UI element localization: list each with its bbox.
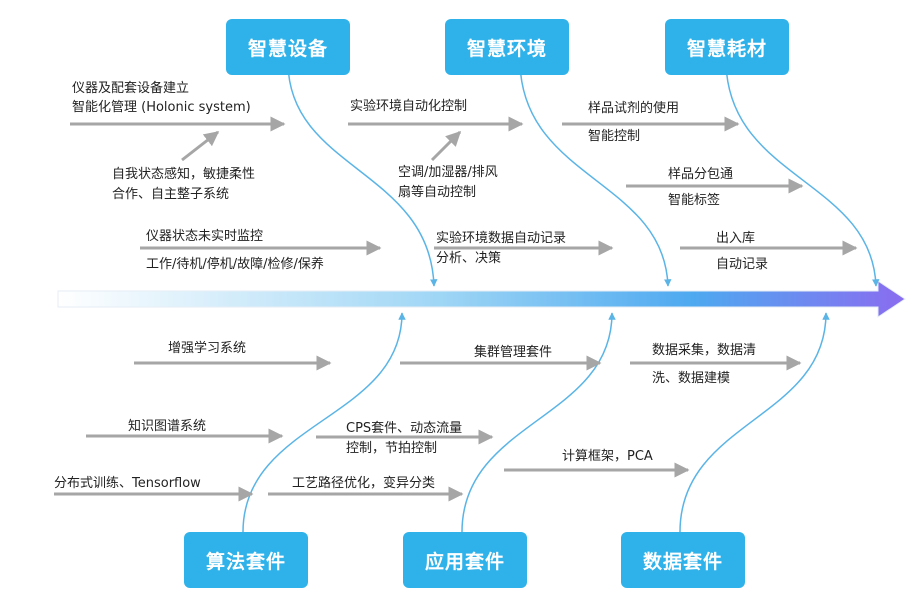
label-cons-1a: 样品试剂的使用 <box>588 101 680 116</box>
curve-application <box>461 312 616 533</box>
label-cons-3b: 自动记录 <box>716 257 769 272</box>
label-data-1a: 数据采集，数据清 <box>652 343 757 358</box>
curve-environment <box>519 63 672 287</box>
curve-datasuite <box>679 312 830 533</box>
arrow-device-2 <box>181 130 220 162</box>
label-env-3a: 实验环境数据自动记录 <box>436 231 567 246</box>
category-box-smart-environment: 智慧环境 <box>445 19 569 75</box>
label-cons-3a: 出入库 <box>716 231 756 246</box>
label-data-2: 计算框架，PCA <box>562 449 653 464</box>
label-app-1: 集群管理套件 <box>474 345 553 360</box>
label-algo-3: 分布式训练、Tensorflow <box>54 476 201 491</box>
label-data-1b: 洗、数据建模 <box>652 371 731 386</box>
label-algo-1: 增强学习系统 <box>168 341 247 356</box>
label-cons-1b: 智能控制 <box>588 129 641 144</box>
spine-arrow <box>57 280 906 318</box>
label-env-2b: 扇等自动控制 <box>398 185 477 200</box>
label-device-2b: 合作、自主整子系统 <box>112 187 230 202</box>
category-box-application-suite: 应用套件 <box>403 532 527 588</box>
category-box-smart-consumables: 智慧耗材 <box>665 19 789 75</box>
label-env-2a: 空调/加湿器/排风 <box>398 165 498 180</box>
label-cons-2a: 样品分包通 <box>668 167 734 182</box>
label-device-3a: 仪器状态未实时监控 <box>146 229 264 244</box>
label-device-3b: 工作/待机/停机/故障/检修/保养 <box>146 257 324 272</box>
category-box-data-suite: 数据套件 <box>621 532 745 588</box>
label-device-2a: 自我状态感知，敏捷柔性 <box>112 167 256 182</box>
category-box-smart-device: 智慧设备 <box>226 19 350 75</box>
curve-consumables <box>725 63 880 287</box>
label-env-1: 实验环境自动化控制 <box>350 99 468 114</box>
label-env-3b: 分析、决策 <box>436 251 502 266</box>
arrow-env-2 <box>430 130 462 162</box>
label-cons-2b: 智能标签 <box>668 193 721 208</box>
label-device-1b: 智能化管理 (Holonic system) <box>72 100 251 115</box>
curve-device <box>287 63 438 287</box>
label-app-2a: CPS套件、动态流量 <box>346 421 463 436</box>
label-app-2b: 控制，节拍控制 <box>346 441 438 456</box>
category-box-algorithm-suite: 算法套件 <box>184 532 308 588</box>
label-device-1a: 仪器及配套设备建立 <box>72 81 190 96</box>
label-algo-2: 知识图谱系统 <box>128 419 207 434</box>
label-app-3: 工艺路径优化，变异分类 <box>292 476 436 491</box>
